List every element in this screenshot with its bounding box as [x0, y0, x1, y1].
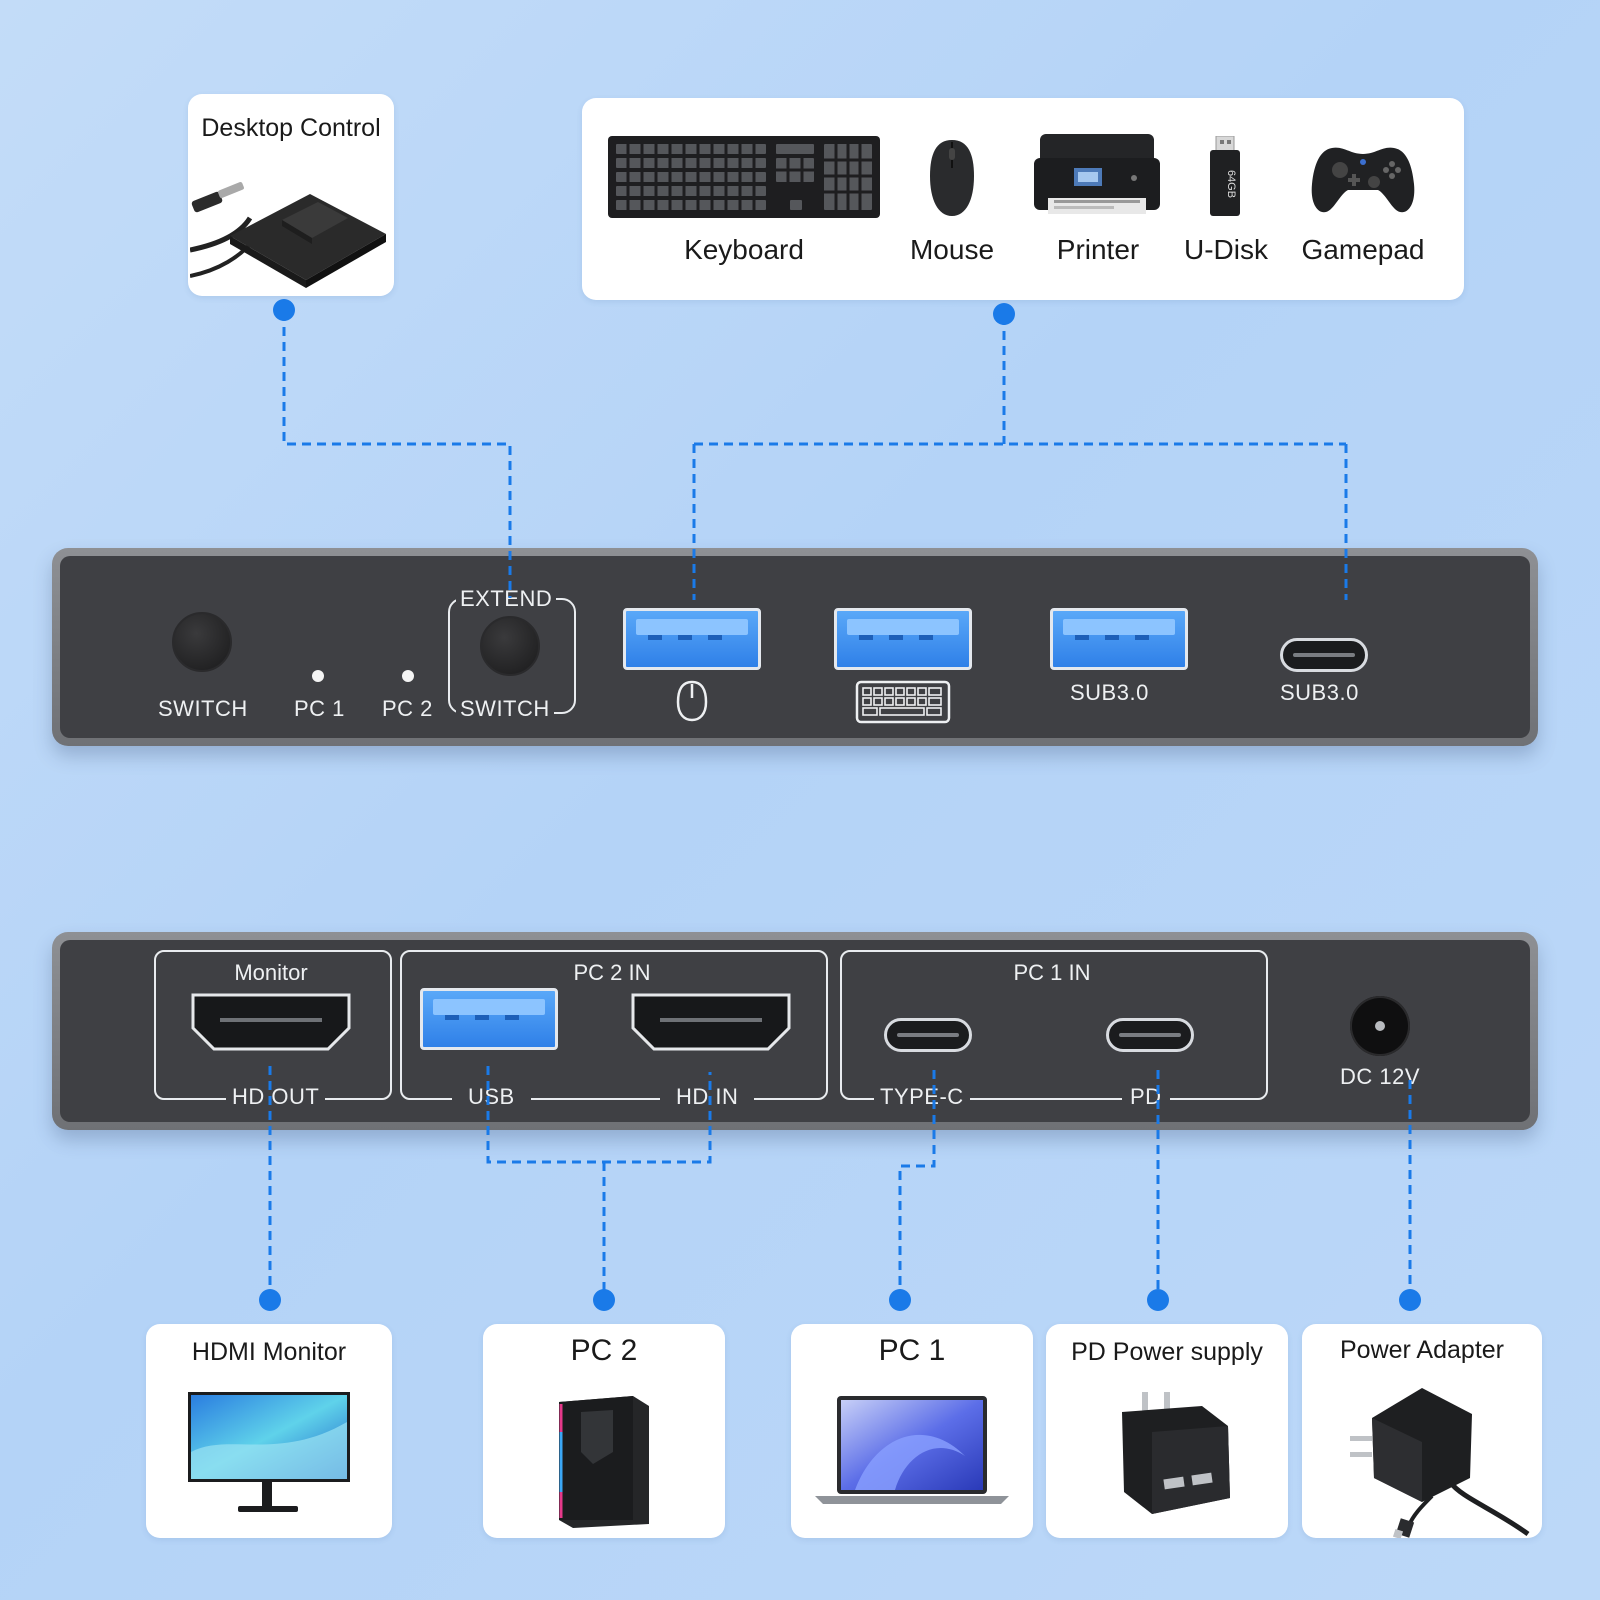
mouse-port-icon — [676, 680, 708, 722]
pc1-pd-label: PD — [1122, 1084, 1170, 1110]
pc2-hd-in-label: HD IN — [660, 1084, 755, 1110]
pc2-in-title: PC 2 IN — [573, 960, 651, 985]
desktop-control-icon — [190, 182, 386, 288]
printer-label: Printer — [1056, 234, 1140, 265]
pc1-in-title: PC 1 IN — [1013, 960, 1091, 985]
pc2-led — [402, 670, 414, 682]
pc1-type-c-label: TYPE-C — [874, 1084, 970, 1110]
pc2-hdmi-in-port — [631, 993, 791, 1051]
usb-drive-capacity: 64GB — [1225, 170, 1237, 198]
pc1-in-group — [840, 950, 1268, 1100]
keyboard-port-icon — [855, 680, 951, 724]
mouse-icon — [930, 140, 974, 216]
dc-12v-label: DC 12V — [1340, 1064, 1421, 1089]
usb-charger-icon — [1122, 1392, 1230, 1514]
hdmi-monitor-label: HDMI Monitor — [191, 1338, 347, 1366]
hd-out-label: HD OUT — [226, 1084, 326, 1110]
pc2-label: PC 2 — [570, 1334, 638, 1367]
kvm-rear-panel: Monitor HD OUT PC 2 IN USB HD IN PC 1 IN… — [52, 932, 1538, 1130]
hdmi-out-port — [191, 993, 351, 1051]
pc1-card: PC 1 — [791, 1324, 1033, 1538]
usb-c-front-port-label: SUB3.0 — [1280, 680, 1359, 705]
pc2-card: PC 2 — [483, 1324, 725, 1538]
usb-c-front-port — [1280, 638, 1368, 672]
extend-switch-label: SWITCH — [456, 696, 554, 722]
kvm-front-panel: SWITCH PC 1 PC 2 EXTEND SWITCH SUB3.0 SU… — [52, 548, 1538, 746]
switch-label: SWITCH — [158, 696, 248, 721]
desktop-control-card: Desktop Control — [188, 94, 394, 296]
hdmi-monitor-card: HDMI Monitor — [146, 1324, 392, 1538]
pc1-pd-port — [1106, 1018, 1194, 1052]
keyboard-icon — [608, 136, 880, 218]
extend-label: EXTEND — [456, 586, 557, 612]
usb-a-port-3 — [1050, 608, 1188, 670]
power-adapter-label: Power Adapter — [1340, 1336, 1504, 1364]
dc-power-jack — [1350, 996, 1410, 1056]
extend-switch-button[interactable] — [480, 616, 540, 676]
printer-icon — [1034, 134, 1160, 214]
switch-button[interactable] — [172, 612, 232, 672]
gamepad-label: Gamepad — [1301, 234, 1425, 265]
desktop-control-label: Desktop Control — [201, 114, 381, 142]
rear-panel-face: Monitor HD OUT PC 2 IN USB HD IN PC 1 IN… — [60, 940, 1530, 1122]
gamepad-icon — [1311, 147, 1415, 213]
usb-a-port-keyboard — [834, 608, 972, 670]
laptop-icon — [815, 1396, 1009, 1504]
peripherals-card: Keyboard Mouse Printer 64GB U-Disk — [582, 98, 1464, 300]
mouse-label: Mouse — [909, 234, 995, 265]
keyboard-label: Keyboard — [684, 234, 804, 265]
monitor-group-title: Monitor — [234, 960, 308, 985]
pc2-usb-label: USB — [452, 1084, 531, 1110]
usb-drive-icon: 64GB — [1210, 136, 1240, 216]
pc2-usb-port — [420, 988, 558, 1050]
front-panel-face: SWITCH PC 1 PC 2 EXTEND SWITCH SUB3.0 SU… — [60, 556, 1530, 738]
usb-a-port-3-label: SUB3.0 — [1070, 680, 1149, 705]
pd-power-supply-card: PD Power supply — [1046, 1324, 1288, 1538]
desktop-tower-icon — [559, 1396, 649, 1528]
monitor-icon — [188, 1392, 350, 1512]
usb-a-port-mouse — [623, 608, 761, 670]
power-adapter-icon — [1350, 1388, 1530, 1538]
pc1-label: PC 1 — [878, 1334, 946, 1367]
pc1-type-c-port — [884, 1018, 972, 1052]
usb-drive-label: U-Disk — [1184, 234, 1268, 265]
pd-power-supply-label: PD Power supply — [1071, 1338, 1263, 1366]
pc2-led-label: PC 2 — [382, 696, 433, 721]
pc1-led-label: PC 1 — [294, 696, 345, 721]
power-adapter-card: Power Adapter — [1302, 1324, 1542, 1538]
pc1-led — [312, 670, 324, 682]
